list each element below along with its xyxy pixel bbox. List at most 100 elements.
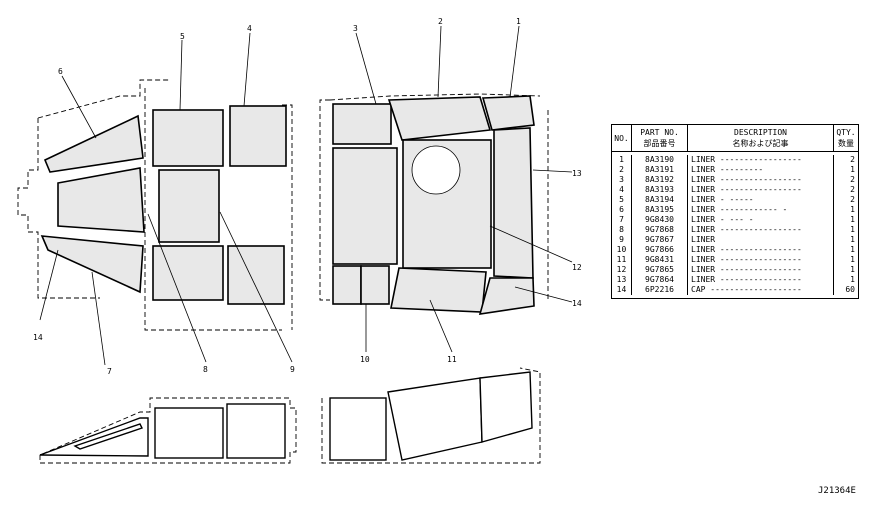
liner-plate-14-area (478, 277, 535, 315)
header-part-no-sub: 部品番号 (643, 139, 676, 148)
callout-11: 11 (447, 355, 457, 364)
row-description: LINER ----------------- (688, 185, 834, 195)
row-qty: 1 (850, 215, 855, 224)
row-no: 5 (612, 195, 632, 205)
row-part-no: 8A3193 (632, 185, 688, 195)
liner-plate-5 (57, 167, 145, 233)
row-qty: 60 (845, 285, 855, 294)
row-description: LINER ----------------- (688, 265, 834, 275)
callout-13: 13 (572, 169, 582, 178)
liner-plate-6 (43, 114, 144, 173)
callout-1: 1 (516, 17, 521, 26)
liner-plate-9-lower (152, 245, 224, 301)
table-header: NO. PART NO. 部品番号 DESCRIPTION 名称および記事 QT… (612, 125, 858, 152)
row-qty: 2 (850, 155, 855, 164)
row-no: 14 (612, 285, 632, 295)
row-no: 11 (612, 255, 632, 265)
row-part-no: 8A3195 (632, 205, 688, 215)
row-description: CAP ------------------- (688, 285, 834, 295)
callout-8: 8 (203, 365, 208, 374)
liner-plate-3 (332, 103, 392, 145)
row-no: 1 (612, 155, 632, 165)
callout-14-left: 14 (33, 333, 43, 342)
row-part-no: 8A3194 (632, 195, 688, 205)
row-qty: 1 (850, 265, 855, 274)
left-side-view (39, 397, 297, 464)
header-description-label: DESCRIPTION (734, 128, 787, 137)
row-no: 8 (612, 225, 632, 235)
header-qty-label: QTY. (836, 128, 856, 137)
row-no: 2 (612, 165, 632, 175)
side-wedge-inner (73, 423, 143, 450)
row-no: 3 (612, 175, 632, 185)
liner-plate-4 (229, 105, 287, 167)
row-part-no: 9G7864 (632, 275, 688, 285)
row-description: LINER --------- (688, 165, 834, 175)
row-part-no: 9G8430 (632, 215, 688, 225)
liner-plate-1 (481, 95, 535, 131)
callout-10: 10 (360, 355, 370, 364)
row-qty: 1 (850, 255, 855, 264)
liner-plate-7 (40, 235, 144, 294)
header-qty: QTY. 数量 (834, 125, 858, 151)
row-qty: 1 (850, 235, 855, 244)
row-qty: 1 (850, 205, 855, 214)
row-qty: 1 (850, 275, 855, 284)
side-box-a (154, 407, 224, 459)
row-part-no: 9G7866 (632, 245, 688, 255)
liner-plate-left-large (332, 147, 398, 265)
row-description: LINER ----------------- (688, 225, 834, 235)
row-qty: 1 (850, 225, 855, 234)
row-no: 12 (612, 265, 632, 275)
row-description: LINER (688, 235, 834, 245)
row-qty: 2 (850, 185, 855, 194)
callout-9: 9 (290, 365, 295, 374)
parts-list-table: NO. PART NO. 部品番号 DESCRIPTION 名称および記事 QT… (611, 124, 859, 299)
center-opening (411, 145, 461, 195)
header-part-no-label: PART NO. (640, 128, 679, 137)
row-description: LINER ------------ - (688, 205, 834, 215)
row-part-no: 8A3192 (632, 175, 688, 185)
liner-plate-13 (493, 127, 534, 279)
row-no: 7 (612, 215, 632, 225)
row-description: LINER - ----- (688, 195, 834, 205)
liner-plate-11 (390, 267, 487, 313)
callout-3: 3 (353, 24, 358, 33)
row-description: LINER ----------------- (688, 275, 834, 285)
row-part-no: 6P2216 (632, 285, 688, 295)
row-no: 13 (612, 275, 632, 285)
side-wedge-left (39, 417, 149, 457)
row-description: LINER ----------------- (688, 175, 834, 185)
left-plan-outline (17, 79, 293, 331)
header-description-sub: 名称および記事 (732, 139, 789, 148)
row-qty: 2 (850, 195, 855, 204)
side-wedge-right (387, 377, 483, 461)
row-no: 9 (612, 235, 632, 245)
callout-6: 6 (58, 67, 63, 76)
row-qty: 1 (850, 245, 855, 254)
row-no: 4 (612, 185, 632, 195)
side-box-b (226, 403, 286, 459)
side-wedge-right-2 (479, 371, 533, 443)
row-part-no: 9G8431 (632, 255, 688, 265)
row-description: LINER ----------------- (688, 155, 834, 165)
callouts: 1 2 3 4 5 6 7 8 9 10 11 12 13 14 14 (33, 17, 582, 376)
leader-lines (39, 25, 573, 366)
row-description: LINER ----------------- (688, 255, 834, 265)
row-qty: 2 (850, 175, 855, 184)
header-no-label: NO. (614, 133, 629, 143)
row-part-no: 9G7867 (632, 235, 688, 245)
